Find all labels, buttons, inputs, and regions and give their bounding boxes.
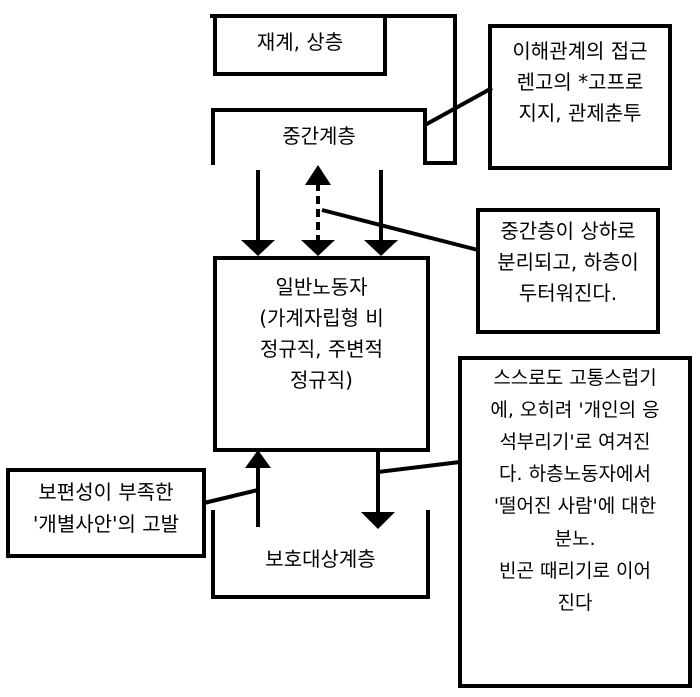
note-top-text: 이해관계의 접근 렌고의 *고프로 지지, 관제춘투 [512, 39, 648, 125]
connector-middle-note [321, 208, 479, 252]
note-middle-box [476, 208, 660, 334]
arrowhead-down-bottom [361, 512, 395, 529]
note-left-text: 보편성이 부족한 '개별사안'의 고발 [32, 480, 180, 536]
arrowhead-down-dashed [301, 240, 335, 256]
worker-label: 일반노동자 (가계자립형 비 정규직, 주변적 정규직) [259, 275, 384, 392]
arrowhead-down-right [364, 240, 398, 256]
worker-box [213, 256, 430, 452]
middle-class-label: 중간계층 [282, 124, 356, 148]
note-right-text: 스스로도 고통스럽기 에, 오히려 '개인의 응 석부리기'로 여겨진 다. 하… [490, 367, 660, 614]
note-middle-text: 중간층이 상하로 분리되고, 하층이 두터워진다. [497, 219, 639, 305]
connector-right-note [377, 460, 461, 474]
protected-box [211, 510, 430, 599]
connector-top-note [424, 86, 493, 127]
upper-bracket-line [210, 14, 457, 165]
arrowhead-up-dashed [305, 165, 331, 185]
top-class-label: 재계, 상층 [256, 30, 344, 54]
arrowhead-up-left [245, 450, 271, 468]
arrowhead-down-left [241, 240, 275, 256]
note-top-box [488, 24, 672, 170]
connector-left-note [203, 488, 259, 505]
protected-label: 보호대상계층 [265, 547, 376, 571]
note-left-box [6, 468, 206, 558]
note-right-box [458, 356, 692, 688]
middle-class-box [211, 108, 427, 165]
